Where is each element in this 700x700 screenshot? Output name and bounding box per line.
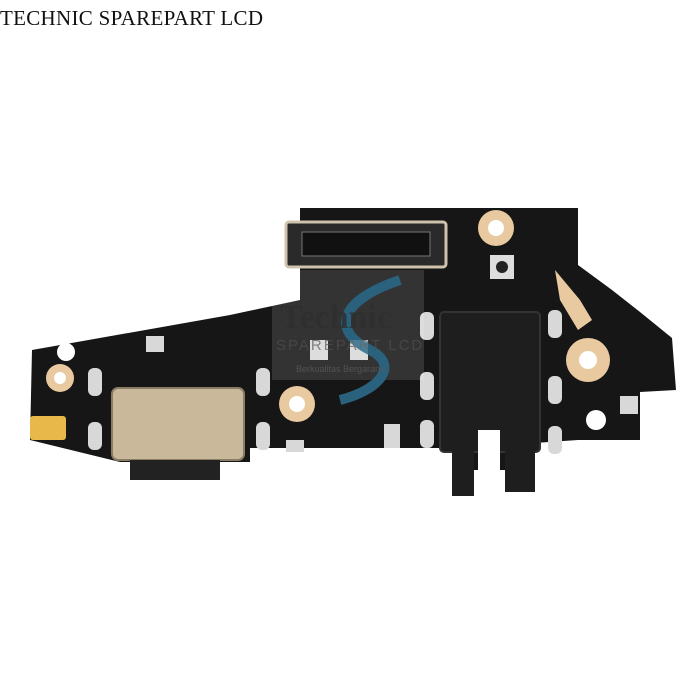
watermark-logo: Technic SPAREPART LCD Berkualitas Bergar… <box>272 270 424 405</box>
watermark-brand: Technic <box>280 299 392 336</box>
store-caption: TECHNIC SPAREPART LCD <box>0 6 264 30</box>
watermark-tagline: Berkualitas Bergaransi <box>296 364 387 374</box>
usb-c-port <box>111 387 245 461</box>
watermark-line2: SPAREPART LCD <box>276 337 424 354</box>
